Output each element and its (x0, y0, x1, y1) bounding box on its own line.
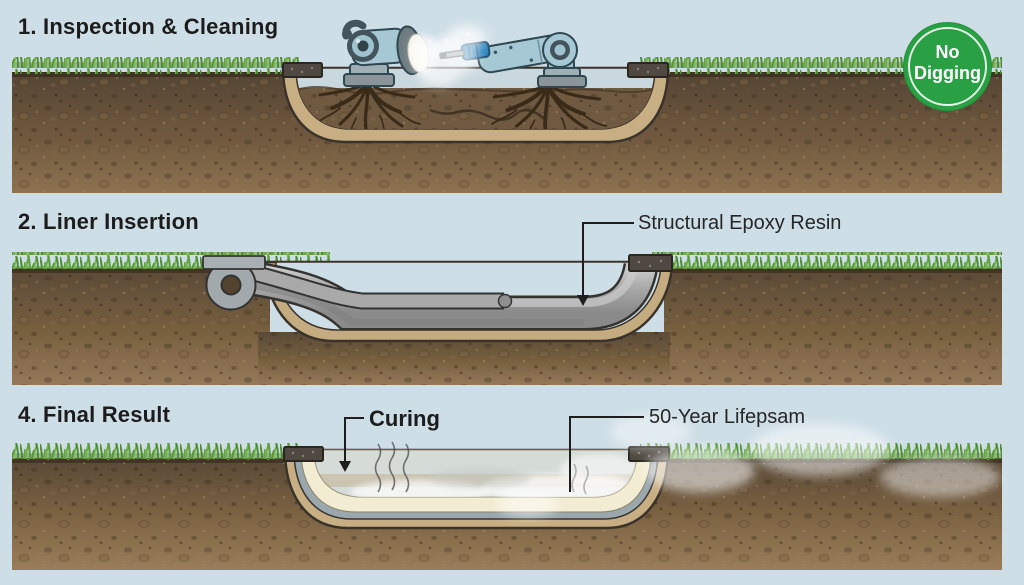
curing-label: Curing (369, 406, 440, 431)
panel3-scene (12, 414, 1002, 570)
pipe-cross-section (283, 448, 670, 530)
access-cap-icon (628, 254, 673, 272)
heat-wave-icon (374, 441, 589, 495)
leader-line-curing (339, 417, 364, 472)
panel1-scene (12, 19, 1002, 193)
panel1-title: 1. Inspection & Cleaning (18, 14, 279, 39)
badge-line-1: No (935, 42, 960, 62)
epoxy-resin-label: Structural Epoxy Resin (638, 212, 842, 234)
inversion-elbow-icon (202, 255, 266, 311)
panel2-title: 2. Liner Insertion (18, 209, 199, 234)
badge-line-2: Digging (914, 63, 981, 83)
leader-line-lifespan (569, 416, 644, 492)
liner-tube-icon (235, 258, 659, 331)
panel2-scene (12, 222, 1002, 385)
steam-cloud-icon (498, 414, 1000, 517)
no-digging-badge: No Digging (903, 22, 992, 111)
badge-inner-ring (908, 27, 987, 106)
panel3-title: 4. Final Result (18, 402, 171, 427)
badge-text: No Digging (904, 42, 991, 84)
mist-cloud (418, 25, 484, 86)
leader-line-epoxy (577, 222, 634, 306)
access-cap-icon (282, 62, 669, 78)
jetting-robot-icon (404, 32, 587, 88)
lifespan-label: 50-Year Lifepsam (649, 406, 806, 428)
pipe-cross-section (281, 66, 670, 144)
